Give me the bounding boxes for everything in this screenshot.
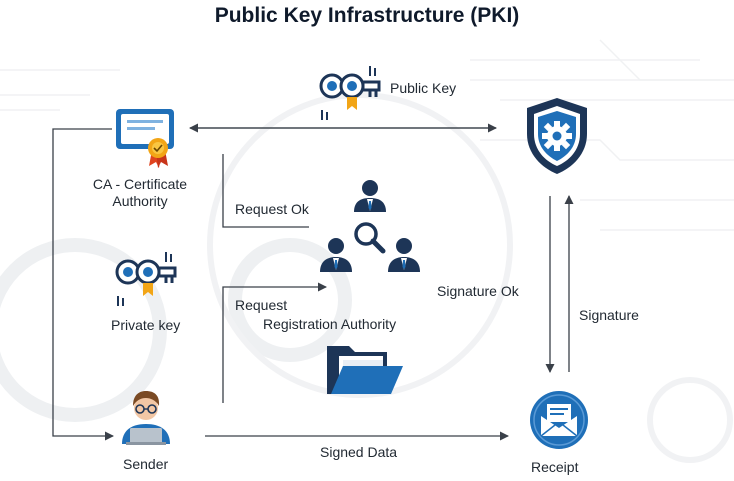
request-label: Request xyxy=(235,297,288,313)
key-icon xyxy=(115,252,177,306)
sender-label: Sender xyxy=(123,456,169,472)
key-icon xyxy=(319,66,381,120)
private-key-label: Private key xyxy=(111,317,181,333)
signature-label: Signature xyxy=(579,307,639,323)
line-request-ok xyxy=(222,154,309,228)
arrow-ca-to-sender xyxy=(52,128,114,441)
ca-label-line1: CA - Certificate xyxy=(92,176,188,192)
request-ok-label: Request Ok xyxy=(235,201,309,217)
ca-label: CA - Certificate Authority xyxy=(80,176,200,210)
developer-avatar-icon xyxy=(122,391,170,445)
ca-label-line2: Authority xyxy=(112,193,168,209)
envelope-icon xyxy=(530,391,588,449)
arrow-request xyxy=(222,282,327,403)
receipt-label: Receipt xyxy=(531,459,579,475)
signed-data-label: Signed Data xyxy=(320,444,398,460)
public-key-label: Public Key xyxy=(390,80,457,96)
people-search-icon xyxy=(320,180,420,272)
certificate-icon xyxy=(116,109,174,168)
diagram-title: Public Key Infrastructure (PKI) xyxy=(214,4,520,27)
registration-authority-label: Registration Authority xyxy=(263,316,397,332)
shield-gear-icon xyxy=(527,98,587,174)
folder-icon xyxy=(327,346,403,394)
signature-ok-label: Signature Ok xyxy=(437,283,519,299)
